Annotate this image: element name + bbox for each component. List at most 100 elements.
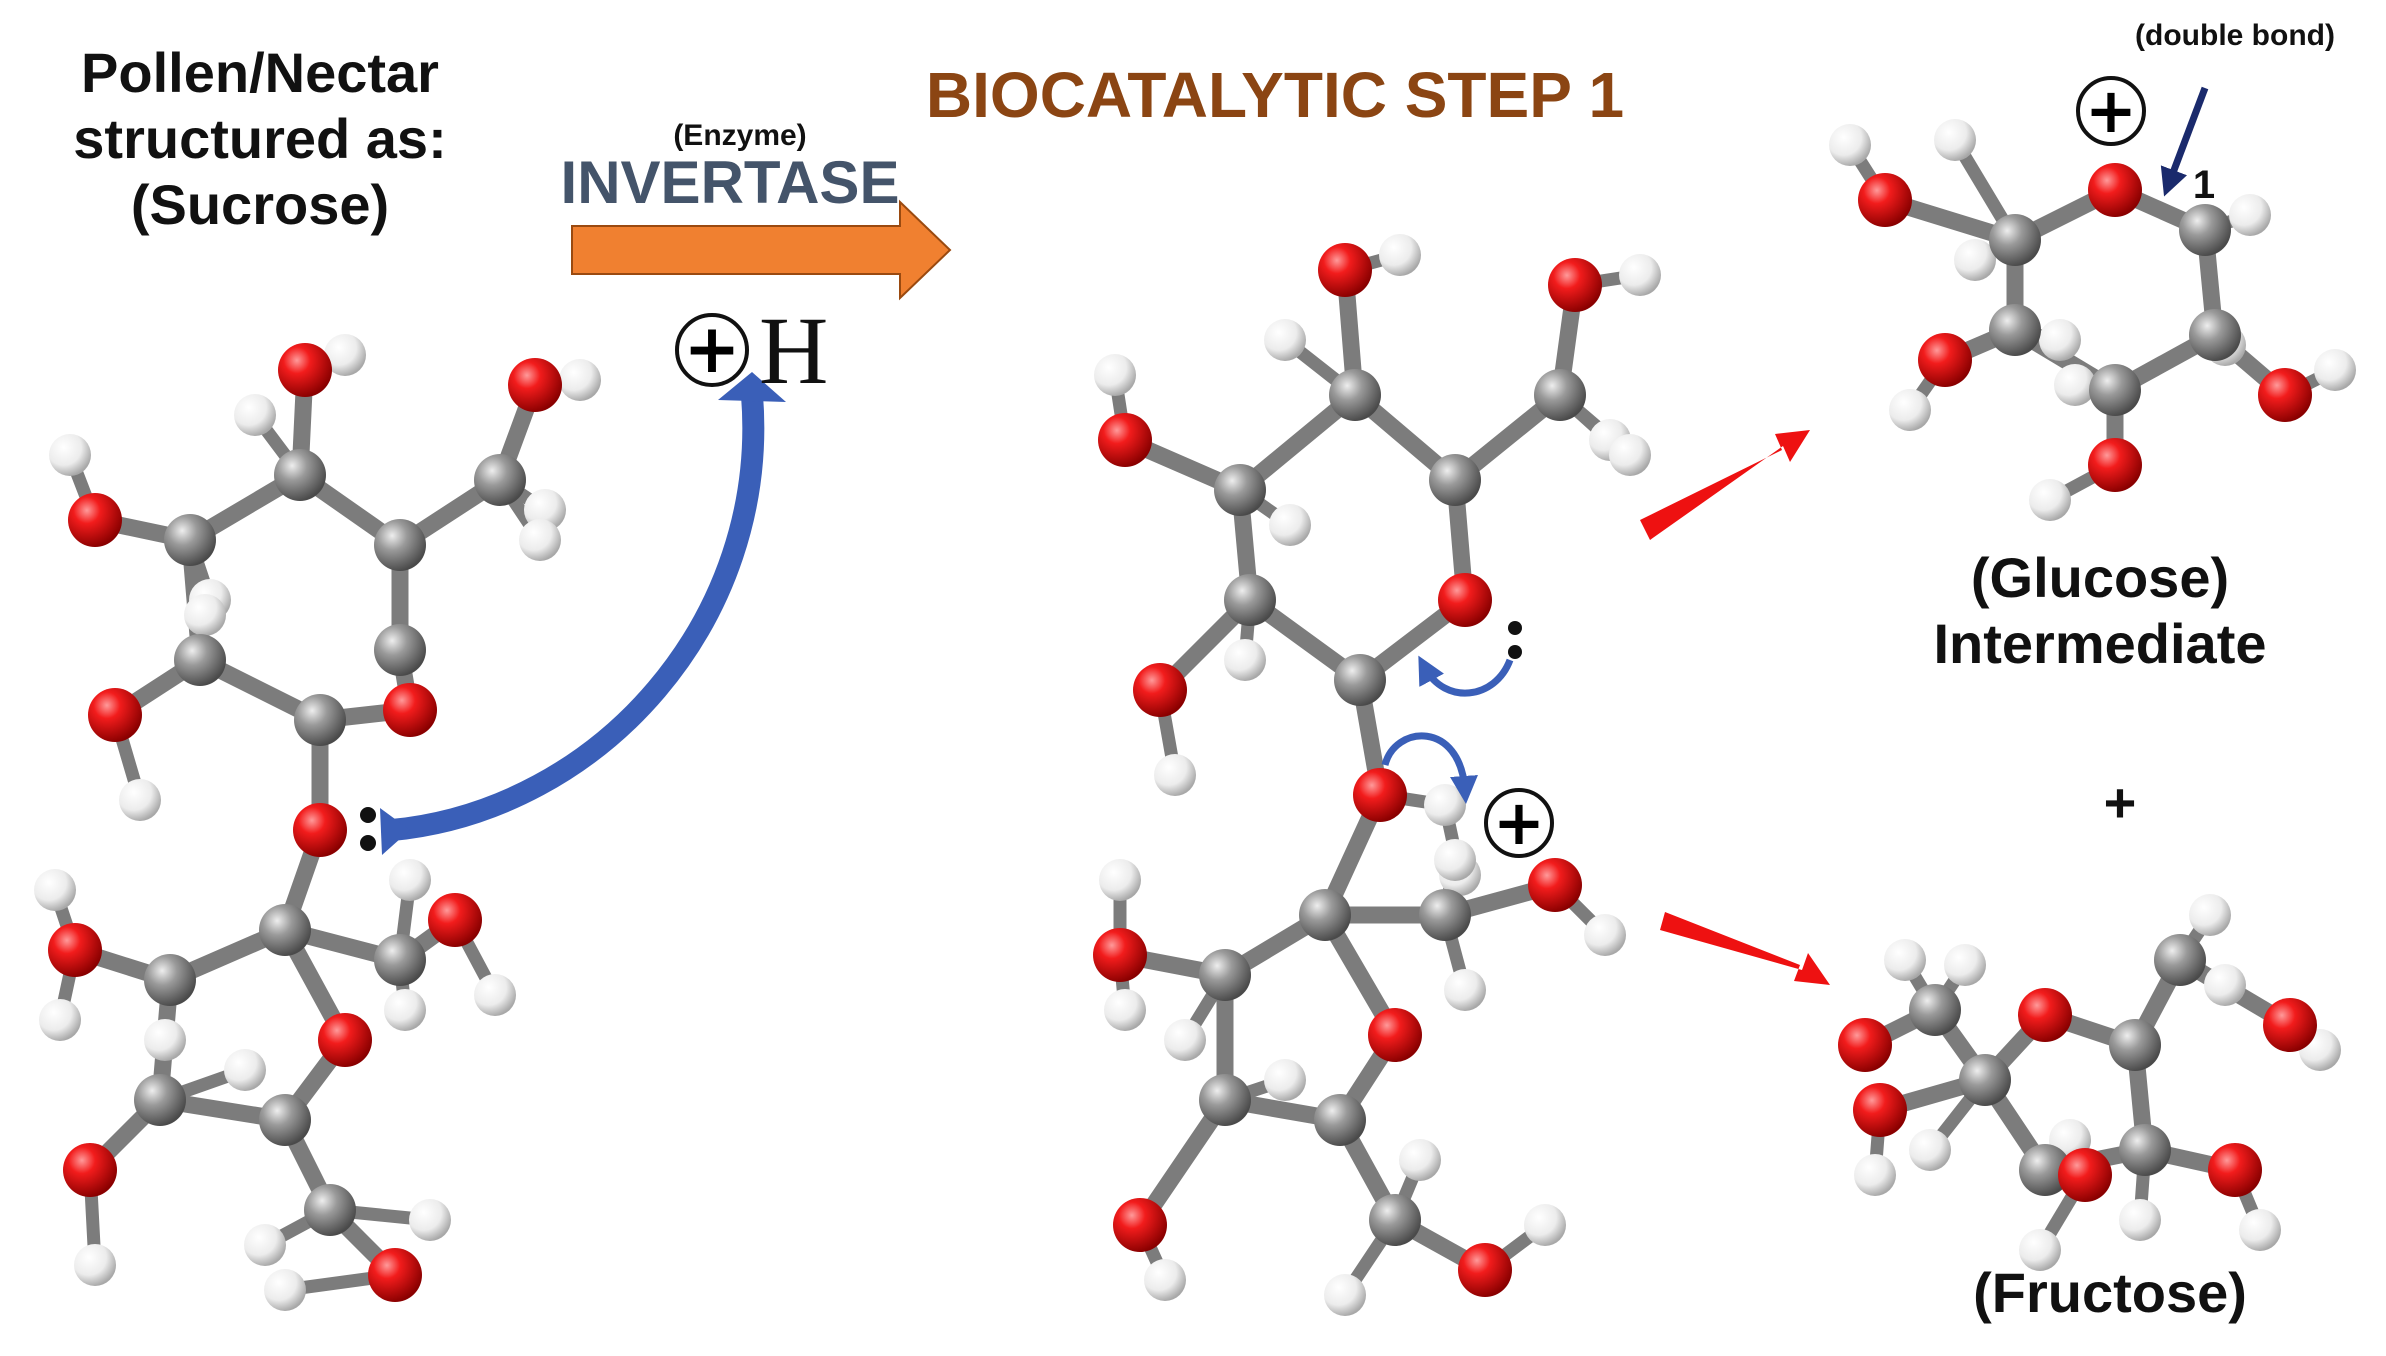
glucose-charge-icon: +: [2076, 76, 2146, 146]
enzyme-reaction-arrow: [571, 199, 952, 301]
oxygen-atom: [293, 803, 347, 857]
hydrogen-atom: [119, 779, 161, 821]
hydrogen-atom: [1609, 434, 1651, 476]
carbon-atom: [1369, 1194, 1421, 1246]
hydrogen-atom: [1324, 1274, 1366, 1316]
carbon-atom: [174, 634, 226, 686]
hydrogen-atom: [389, 859, 431, 901]
hydrogen-atom: [34, 869, 76, 911]
oxygen-atom: [1853, 1083, 1907, 1137]
carbon-atom: [1989, 214, 2041, 266]
hydrogen-atom: [1884, 939, 1926, 981]
carbon-atom: [2109, 1019, 2161, 1071]
hydrogen-atom: [39, 999, 81, 1041]
hydrogen-atom: [1224, 639, 1266, 681]
carbon-atom: [1419, 889, 1471, 941]
double-bond-pointer-arrow: [2160, 86, 2209, 197]
oxygen-atom: [508, 358, 562, 412]
glucose-molecule: [1829, 119, 2356, 521]
hydrogen-atom: [2119, 1199, 2161, 1241]
hydrogen-atom: [1524, 1204, 1566, 1246]
hydrogen-atom: [224, 1049, 266, 1091]
carbon-atom: [304, 1184, 356, 1236]
enzyme-name: INVERTASE: [560, 149, 900, 216]
oxygen-atom: [1858, 173, 1912, 227]
intermediate-charge-icon: +: [1484, 788, 1554, 858]
oxygen-atom: [318, 1013, 372, 1067]
step-title: BIOCATALYTIC STEP 1: [925, 59, 1625, 131]
oxygen-atom: [1458, 1243, 1512, 1297]
oxygen-atom: [2088, 438, 2142, 492]
hydrogen-atom: [1444, 969, 1486, 1011]
hydrogen-atom: [2039, 319, 2081, 361]
lone-pair-sucrose: [360, 807, 376, 851]
carbon-atom: [374, 519, 426, 571]
oxygen-atom: [1368, 1008, 1422, 1062]
carbon-atom: [474, 454, 526, 506]
enzyme-note: (Enzyme): [673, 119, 807, 152]
oxygen-atom: [1098, 413, 1152, 467]
hydrogen-atom: [1944, 944, 1986, 986]
hydrogen-atom: [1889, 389, 1931, 431]
positive-charge-icon: +: [675, 313, 749, 387]
carbon-atom: [1214, 464, 1266, 516]
oxygen-atom: [2258, 368, 2312, 422]
carbon-atom: [1224, 574, 1276, 626]
oxygen-atom: [2088, 163, 2142, 217]
carbon-atom: [1989, 304, 2041, 356]
oxygen-atom: [2018, 988, 2072, 1042]
products-plus-sign: +: [2103, 771, 2137, 834]
oxygen-atom: [2058, 1148, 2112, 1202]
oxygen-atom: [1438, 573, 1492, 627]
oxygen-atom: [63, 1143, 117, 1197]
electron-push-arrow-2: [1381, 732, 1478, 804]
carbon-atom: [294, 694, 346, 746]
hydrogen-atom: [144, 1019, 186, 1061]
sucrose-caption-line3: (Sucrose): [130, 173, 390, 237]
hydrogen-atom: [2229, 194, 2271, 236]
hydrogen-atom: [1269, 504, 1311, 546]
hydrogen-atom: [1399, 1139, 1441, 1181]
hydrogen-atom: [2029, 479, 2071, 521]
fructose-molecule: [1838, 894, 2341, 1271]
oxygen-atom: [383, 683, 437, 737]
hydrogen-atom: [234, 394, 276, 436]
oxygen-atom: [1133, 663, 1187, 717]
hydrogen-atom: [1909, 1129, 1951, 1171]
glucose-caption: (Glucose) Intermediate: [1860, 545, 2340, 677]
oxygen-atom: [68, 493, 122, 547]
hydrogen-atom: [2314, 349, 2356, 391]
hydrogen-atom: [1264, 319, 1306, 361]
hydrogen-atom: [1424, 784, 1466, 826]
oxygen-atom: [2263, 998, 2317, 1052]
carbon-atom: [1329, 369, 1381, 421]
hydrogen-atom: [324, 334, 366, 376]
electron-push-arrow-1: [1418, 655, 1514, 697]
carbon-atom: [1299, 889, 1351, 941]
hydrogen-atom: [1264, 1059, 1306, 1101]
oxygen-atom: [88, 688, 142, 742]
hydrogen-atom: [1144, 1259, 1186, 1301]
oxygen-atom: [2208, 1143, 2262, 1197]
hydrogen-atom: [1104, 989, 1146, 1031]
hydrogen-atom: [264, 1269, 306, 1311]
product-arrow-glucose: [1640, 430, 1810, 540]
carbon-atom: [1909, 984, 1961, 1036]
carbon-atom: [2119, 1124, 2171, 1176]
carbon-atom: [134, 1074, 186, 1126]
hydrogen-atom: [1099, 859, 1141, 901]
hydrogen-atom: [1619, 254, 1661, 296]
oxygen-atom: [1838, 1018, 1892, 1072]
hydrogen-atom: [384, 989, 426, 1031]
sucrose-caption: Pollen/Nectar structured as: (Sucrose): [30, 40, 490, 238]
oxygen-atom: [1353, 768, 1407, 822]
hydrogen-symbol: H: [759, 296, 829, 404]
carbon-atom: [1314, 1094, 1366, 1146]
hydrogen-atom: [244, 1224, 286, 1266]
oxygen-atom: [1918, 333, 1972, 387]
hydrogen-atom: [559, 359, 601, 401]
proton-h-plus: + H: [675, 295, 828, 405]
hydrogen-atom: [474, 974, 516, 1016]
